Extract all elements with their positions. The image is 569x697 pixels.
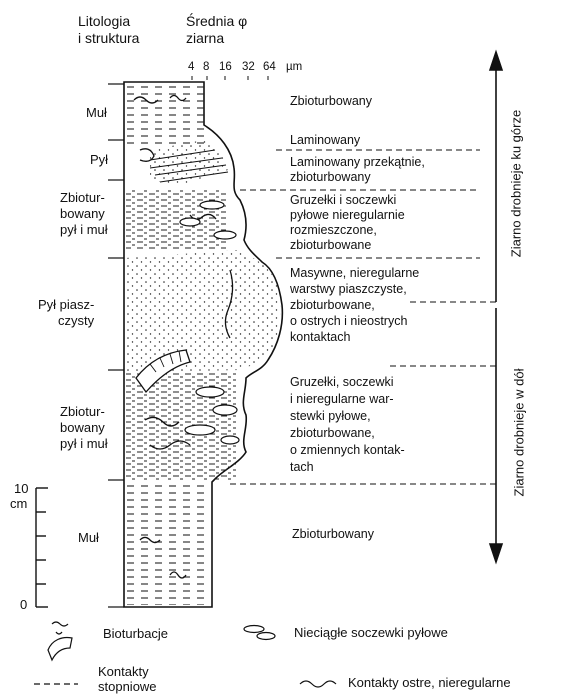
trend-label-lower: Ziarno drobnieje w dół bbox=[512, 358, 527, 508]
description-6-line5: o zmiennych kontak- bbox=[290, 443, 405, 457]
unit-label-zbiot-1-line2: bowany bbox=[60, 206, 105, 221]
description-5-line4: o ostrych i nieostrych bbox=[290, 314, 407, 328]
unit-label-zbiot-2-line2: bowany bbox=[60, 420, 105, 435]
description-5-line5: kontaktach bbox=[290, 330, 350, 344]
description-6-line3: stewki pyłowe, bbox=[290, 409, 371, 423]
unit-label-zbiot-2-line3: pył i muł bbox=[60, 436, 108, 451]
description-4-line3: rozmieszczone, bbox=[290, 223, 377, 237]
legend-sharp-label: Kontakty ostre, nieregularne bbox=[348, 676, 511, 690]
scale-label-unit: cm bbox=[10, 497, 27, 511]
scale-label-bottom: 0 bbox=[20, 598, 27, 612]
unit-label-zbiot-2-line1: Zbiotur- bbox=[60, 404, 105, 419]
description-5-line3: zbioturbowane, bbox=[290, 298, 375, 312]
description-3-line2: zbioturbowany bbox=[290, 170, 371, 184]
legend-lenses-label: Nieciągłe soczewki pyłowe bbox=[294, 626, 448, 640]
trend-label-upper: Ziarno drobnieje ku górze bbox=[509, 99, 524, 269]
trend-arrows bbox=[490, 52, 502, 562]
description-6-line2: i nieregularne war- bbox=[290, 392, 394, 406]
description-4-line4: zbioturbowane bbox=[290, 238, 371, 252]
legend-gradual-label-line2: stopniowe bbox=[98, 680, 157, 694]
description-4-line1: Gruzełki i soczewki bbox=[290, 193, 396, 207]
description-5-line1: Masywne, nieregularne bbox=[290, 266, 419, 280]
description-4-line2: pyłowe nieregularnie bbox=[290, 208, 405, 222]
unit-label-mul-bottom: Muł bbox=[78, 530, 99, 545]
scale-label-top: 10 bbox=[14, 482, 28, 496]
scale-bar bbox=[36, 488, 48, 607]
unit-label-mul-top: Muł bbox=[86, 105, 107, 120]
description-7-line1: Zbioturbowany bbox=[292, 527, 374, 541]
description-6-line6: tach bbox=[290, 460, 314, 474]
legend-bioturbation-label: Bioturbacje bbox=[103, 627, 168, 641]
unit-label-zbiot-1-line1: Zbiotur- bbox=[60, 190, 105, 205]
unit-label-pyl: Pył bbox=[90, 152, 108, 167]
unit-boundaries bbox=[108, 84, 124, 607]
description-2-line1: Laminowany bbox=[290, 133, 360, 147]
unit-label-pyl-piaszczysty-line1: Pył piasz- bbox=[38, 297, 94, 312]
description-5-line2: warstwy piaszczyste, bbox=[290, 282, 407, 296]
legend-symbols bbox=[34, 622, 336, 687]
description-1-line1: Zbioturbowany bbox=[290, 94, 372, 108]
grain-axis bbox=[192, 76, 268, 80]
description-6-line1: Gruzełki, soczewki bbox=[290, 375, 394, 389]
unit-label-pyl-piaszczysty-line2: czysty bbox=[58, 313, 94, 328]
description-6-line4: zbioturbowane, bbox=[290, 426, 375, 440]
legend-gradual-label-line1: Kontakty bbox=[98, 665, 149, 679]
unit-label-zbiot-1-line3: pył i muł bbox=[60, 222, 108, 237]
description-3-line1: Laminowany przekątnie, bbox=[290, 155, 425, 169]
